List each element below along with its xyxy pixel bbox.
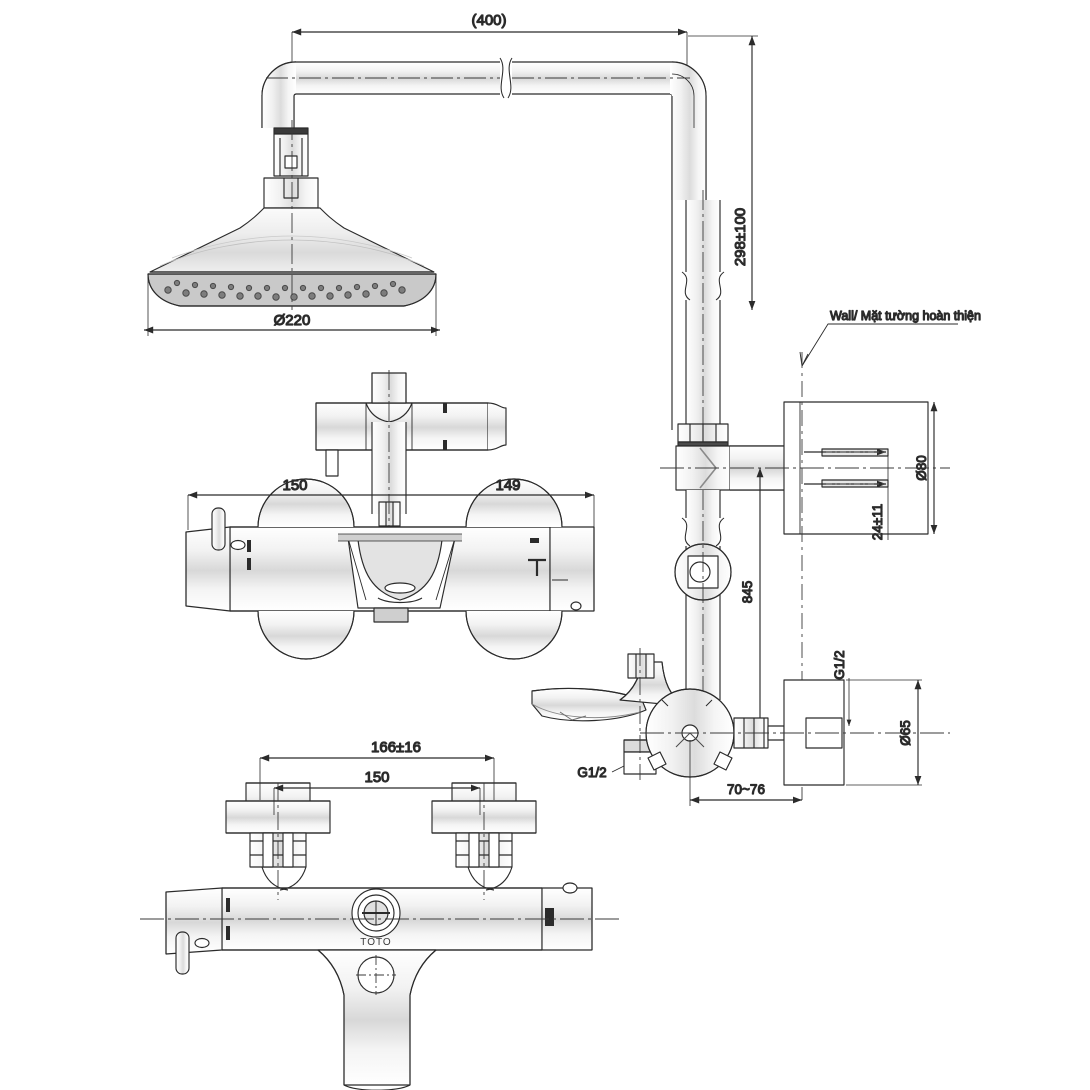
- dimension-wall-plate-diameter-label: Ø80: [914, 455, 929, 481]
- dimension-mixer-left-label: 150: [282, 477, 307, 494]
- dimension-spread-inner: 150: [273, 768, 481, 815]
- dimension-head-diameter: Ø220: [144, 276, 440, 336]
- dimension-wall-plate-offset-label: 24±11: [870, 504, 885, 540]
- dimension-mixer-left: 150: [187, 476, 389, 530]
- dimension-outlet-flange-diameter: Ø65: [846, 679, 922, 786]
- mixer-bottom-view: TOTO: [140, 782, 620, 1090]
- dimension-riser-total-height: 845: [739, 468, 764, 734]
- dimension-top-arm-length: (400): [291, 11, 688, 112]
- thermostatic-mixer-front-view: [185, 370, 595, 660]
- dimension-riser-total-height-label: 845: [740, 581, 755, 604]
- label-inlet-thread-left-text: G1/2: [577, 765, 606, 780]
- mixer-side-view: [531, 648, 950, 786]
- wall-note-callout: Wall/ Mặt tường hoàn thiện: [799, 308, 982, 367]
- label-inlet-thread-right-text: G1/2: [832, 650, 847, 679]
- riser-slide-bracket: [674, 490, 732, 706]
- dimension-spread-inner-label: 150: [364, 769, 389, 786]
- dimension-wall-plate-offset: 24±11: [869, 452, 889, 541]
- dimension-head-diameter-label: Ø220: [274, 312, 311, 329]
- dimension-wall-projection-label: 70~76: [727, 782, 765, 797]
- label-inlet-thread-left: G1/2: [577, 764, 625, 781]
- dimension-mixer-right: 149: [389, 476, 595, 530]
- dimension-spread-outer-label: 166±16: [371, 739, 421, 756]
- dimension-mixer-right-label: 149: [495, 477, 520, 494]
- wall-note-label: Wall/ Mặt tường hoàn thiện: [830, 309, 981, 323]
- shower-arm-assembly: [261, 57, 707, 430]
- dimension-outlet-flange-diameter-label: Ø65: [898, 720, 913, 746]
- dimension-spread-outer: 166±16: [259, 738, 495, 800]
- dimension-riser-upper-label: 298±100: [732, 208, 749, 266]
- dimension-top-arm-length-label: (400): [471, 12, 506, 29]
- riser-pipe: [681, 190, 725, 430]
- label-inlet-thread-right: G1/2: [831, 650, 852, 726]
- wall-elbow-inlet: [660, 352, 950, 800]
- shower-head-assembly: [147, 120, 437, 310]
- dimension-wall-projection: 70~76: [689, 740, 802, 806]
- brand-mark-label: TOTO: [360, 937, 391, 948]
- dimension-wall-plate-diameter: Ø80: [913, 402, 938, 534]
- dimension-riser-upper: 298±100: [688, 35, 758, 310]
